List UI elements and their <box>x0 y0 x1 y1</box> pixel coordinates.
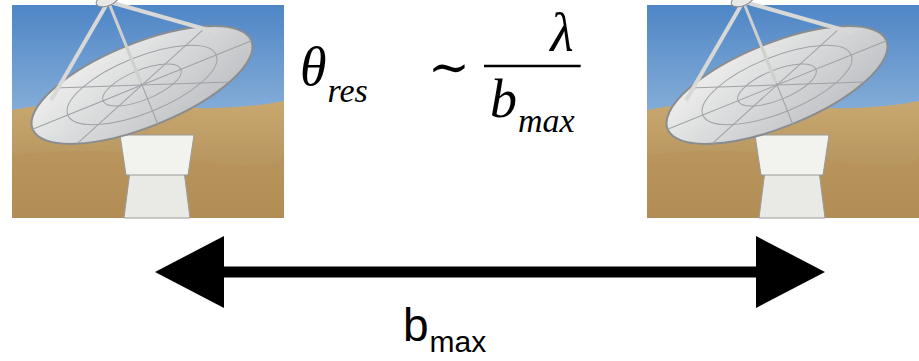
fraction-bar <box>484 65 581 68</box>
formula-symbol: λ <box>550 6 573 60</box>
formula-subscript: res <box>328 74 368 108</box>
dimension-label: b <box>403 302 429 348</box>
formula-symbol: b <box>490 72 517 126</box>
formula-symbol: ∼ <box>428 42 470 92</box>
formula-symbol: θ <box>300 40 327 94</box>
dimension-subscript: max <box>430 327 487 357</box>
formula-subscript: max <box>518 104 575 138</box>
